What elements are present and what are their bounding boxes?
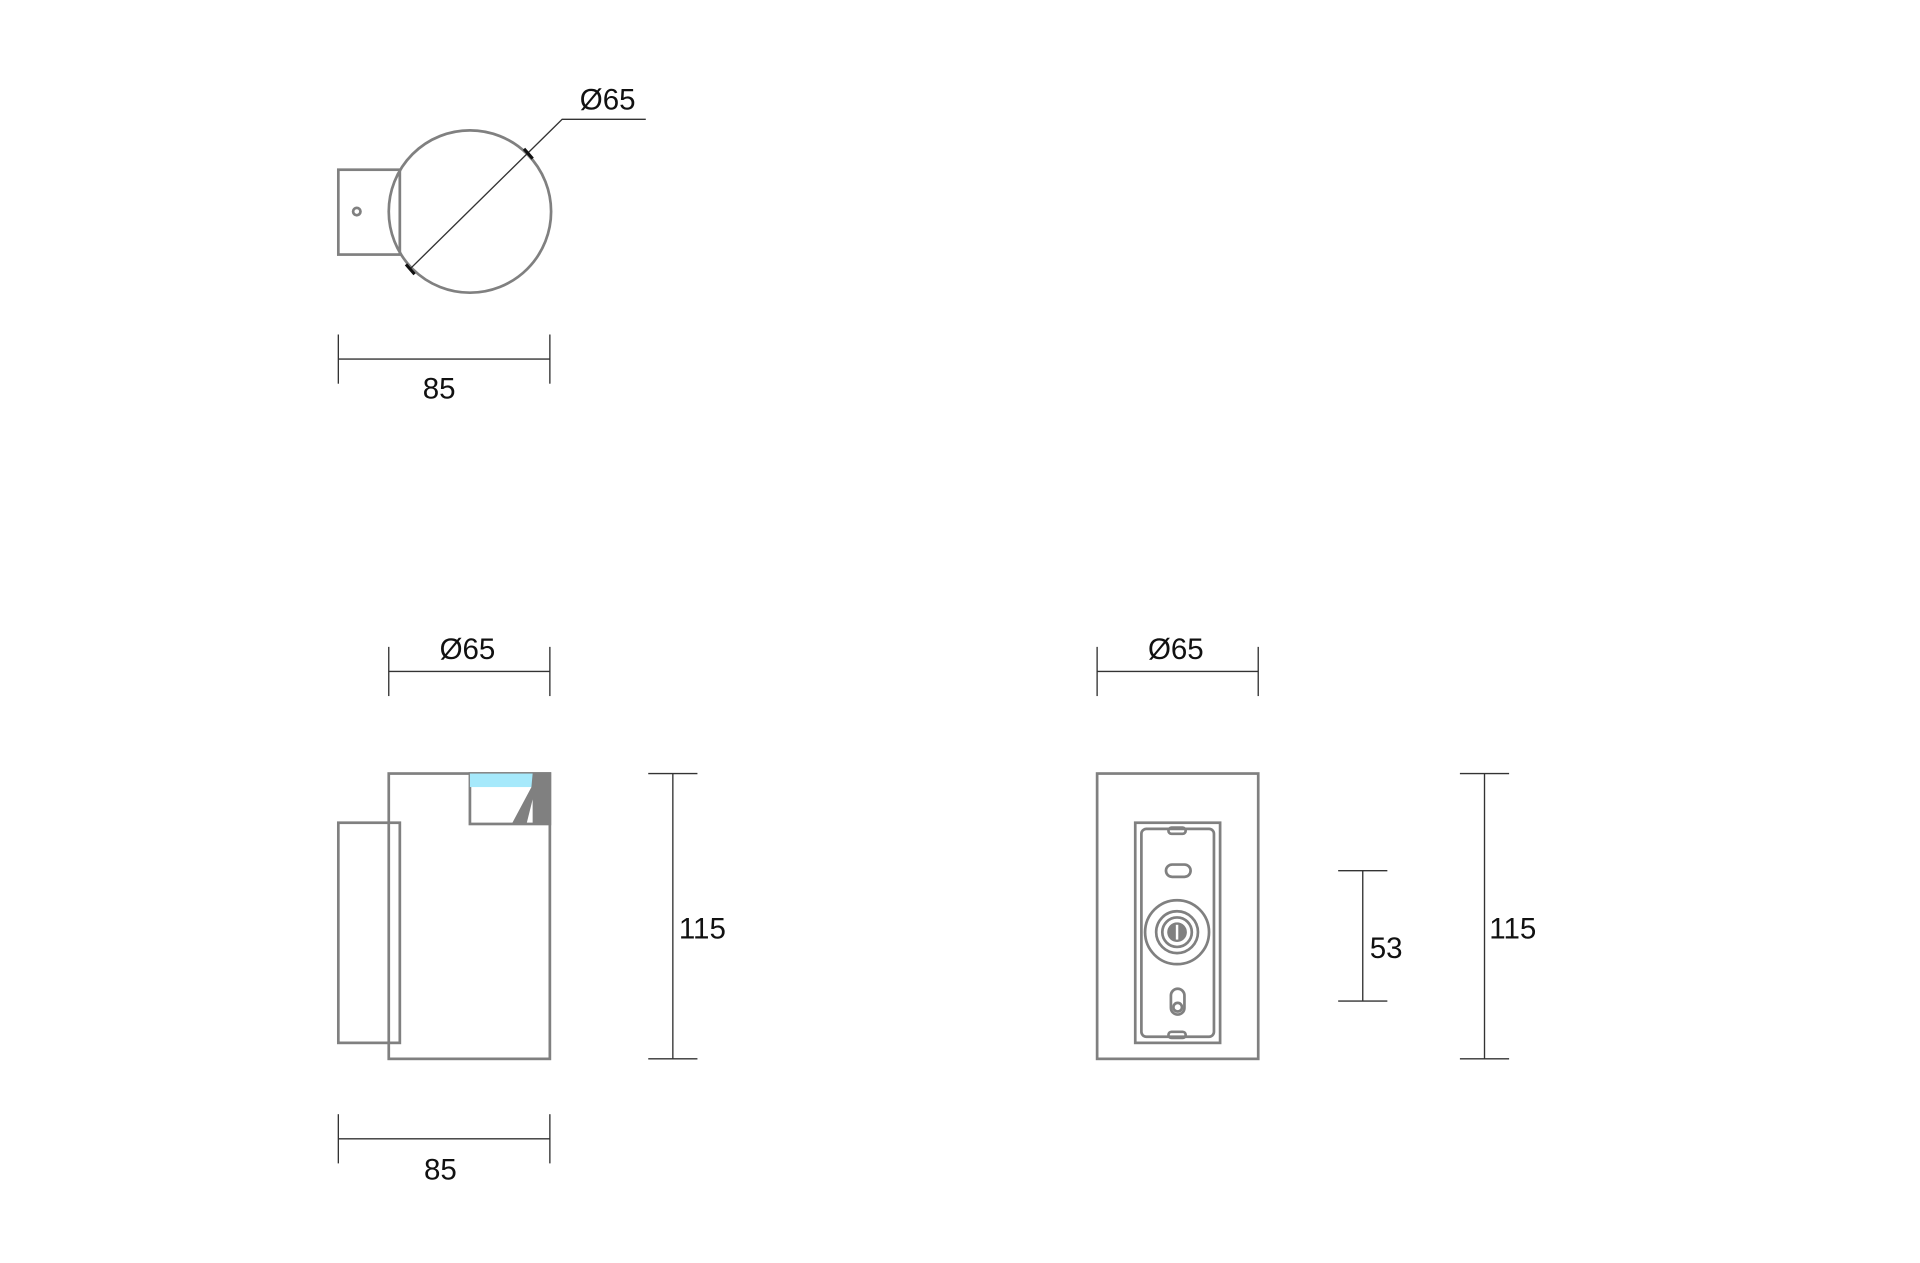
bottom-notch [1167,1030,1188,1040]
lamp-body [1095,772,1260,1061]
cable-gland-ring [1154,909,1200,955]
top-notch [1167,826,1188,836]
width-dimension [337,1114,551,1164]
diameter-label: Ø65 [1148,633,1204,666]
lamp-body-circle [387,129,553,295]
height-label: 115 [1489,912,1536,945]
cable-gland-ring-inner [1160,916,1194,949]
upper-mount-slot [1164,863,1192,879]
dim-tick [522,147,534,160]
mounting-bracket [336,821,402,1045]
lens-strip [469,773,543,788]
cable-gland-outer [1143,898,1211,966]
diameter-leader [409,118,646,270]
keyhole-hole [1172,1001,1184,1013]
mount-spacing-dimension [1338,870,1388,1002]
dim-tick [404,263,416,276]
screw-hole [351,206,362,217]
diameter-dimension [1096,646,1259,697]
reflector-section [511,773,550,824]
width-dimension [337,334,551,384]
side-view: Ø65 115 85 [336,633,726,1186]
mounting-bracket [336,168,402,256]
height-dimension [648,772,698,1060]
diameter-dimension [388,646,551,697]
top-view: Ø65 85 [336,83,646,405]
height-label: 115 [679,912,726,945]
height-dimension [1459,772,1510,1060]
diameter-label: Ø65 [580,83,636,116]
mount-spacing-label: 53 [1370,932,1403,965]
back-view: Ø65 53 115 [1095,633,1536,1061]
diameter-label: Ø65 [440,633,496,666]
mounting-plate [1133,821,1222,1045]
width-label: 85 [423,372,456,405]
keyhole-slot [1169,987,1186,1016]
width-label: 85 [424,1153,457,1186]
